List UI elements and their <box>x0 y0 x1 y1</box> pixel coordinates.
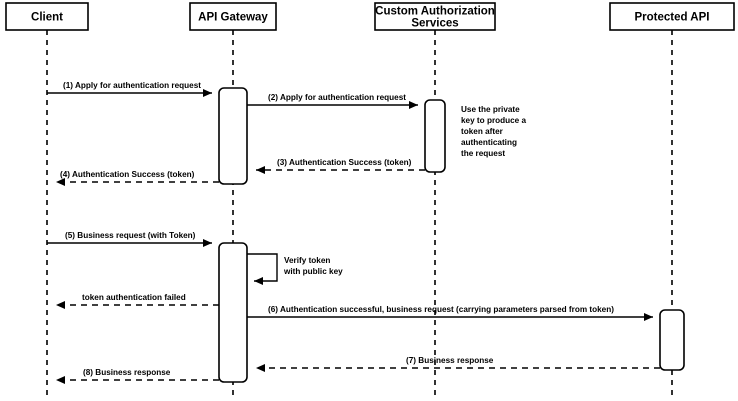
message-5[interactable]: (5) Business request (with Token) <box>47 231 212 247</box>
activations-group <box>218 87 685 383</box>
message-6-label: (6) Authentication successful, business … <box>268 305 614 314</box>
message-7[interactable]: (7) Business response <box>256 356 660 372</box>
activation-protected-api[interactable] <box>659 309 685 371</box>
activation-api-gateway-business[interactable] <box>218 242 248 383</box>
self-message-verify-token[interactable]: Verify token with public key <box>247 253 343 285</box>
participant-box-protected-api[interactable] <box>609 2 735 31</box>
participant-box-api-gateway[interactable] <box>189 2 277 31</box>
note-private-key-line-4: authenticating <box>461 138 517 147</box>
message-4[interactable]: (4) Authentication Success (token) <box>56 170 219 186</box>
activation-api-gateway-auth[interactable] <box>218 87 248 185</box>
participant-box-client[interactable] <box>5 2 89 31</box>
participant-label-api-gateway: API Gateway <box>198 12 268 24</box>
message-2[interactable]: (2) Apply for authentication request <box>247 93 418 109</box>
participant-api-gateway[interactable]: API Gateway <box>189 2 277 31</box>
note-private-key-line-3: token after <box>461 127 504 136</box>
participant-label-custom-authorization-services-line1: Custom Authorization <box>375 6 495 18</box>
participant-headers-group: Client API Gateway Custom Authorization … <box>5 2 735 31</box>
message-token-authentication-failed[interactable]: token authentication failed <box>56 293 219 309</box>
note-private-key-line-5: the request <box>461 149 505 158</box>
activation-custom-authorization-services[interactable] <box>424 99 446 173</box>
message-2-label: (2) Apply for authentication request <box>268 93 406 102</box>
participant-label-custom-authorization-services-line2: Services <box>411 18 458 30</box>
message-3[interactable]: (3) Authentication Success (token) <box>256 158 425 174</box>
self-message-verify-token-label-line1: Verify token <box>284 256 330 265</box>
note-private-key-line-2: key to produce a <box>461 116 527 125</box>
message-5-label: (5) Business request (with Token) <box>65 231 196 240</box>
participant-label-protected-api: Protected API <box>635 12 710 24</box>
participant-box-custom-authorization-services[interactable] <box>374 2 496 31</box>
message-8-label: (8) Business response <box>83 368 171 377</box>
self-message-verify-token-arrow <box>247 253 278 285</box>
message-6[interactable]: (6) Authentication successful, business … <box>247 305 653 321</box>
message-4-label: (4) Authentication Success (token) <box>60 170 195 179</box>
message-1[interactable]: (1) Apply for authentication request <box>47 81 212 97</box>
message-8[interactable]: (8) Business response <box>56 368 219 384</box>
message-7-label: (7) Business response <box>406 356 494 365</box>
message-1-label: (1) Apply for authentication request <box>63 81 201 90</box>
message-token-authentication-failed-label: token authentication failed <box>82 293 186 302</box>
participant-custom-authorization-services[interactable]: Custom Authorization Services <box>374 2 496 31</box>
message-3-label: (3) Authentication Success (token) <box>277 158 412 167</box>
participant-client[interactable]: Client <box>5 2 89 31</box>
self-message-verify-token-label-line2: with public key <box>283 267 343 276</box>
note-private-key-line-1: Use the private <box>461 105 520 114</box>
participant-label-client: Client <box>31 12 63 24</box>
note-private-key: Use the private key to produce a token a… <box>461 105 527 158</box>
participant-protected-api[interactable]: Protected API <box>609 2 735 31</box>
